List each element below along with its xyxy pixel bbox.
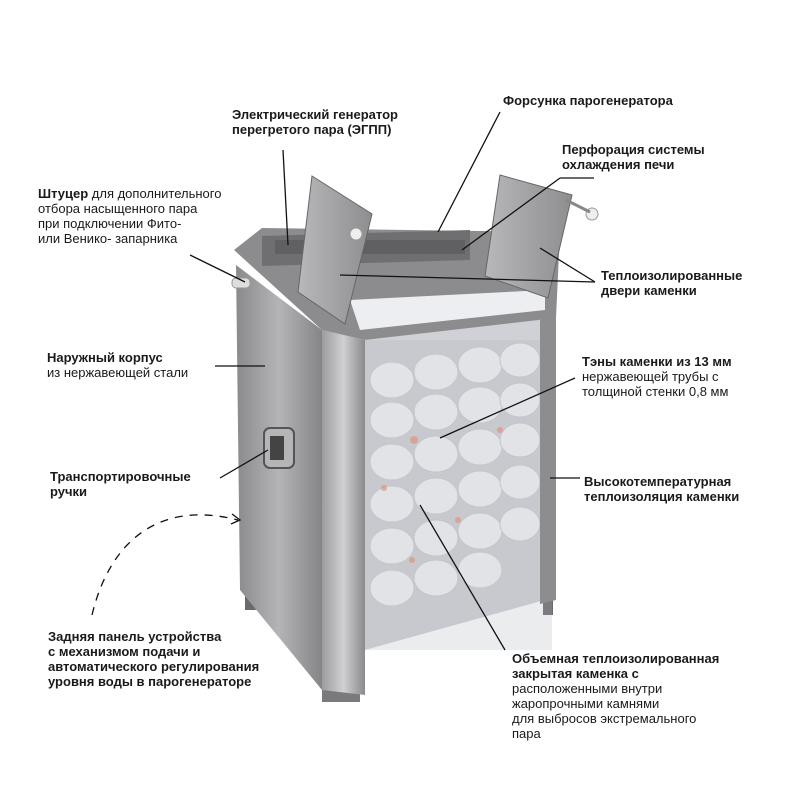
label-fitting: Штуцер для дополнительного отбора насыще… xyxy=(38,186,221,246)
label-line: закрытая каменка с xyxy=(512,666,639,681)
side-panel xyxy=(236,265,322,690)
label-insulation: Высокотемпературная теплоизоляция каменк… xyxy=(584,474,739,504)
label-line: Электрический генератор xyxy=(232,107,398,122)
label-line: отбора насыщенного пара xyxy=(38,201,198,216)
label-line: с механизмом подачи и xyxy=(48,644,201,659)
label-line: толщиной стенки 0,8 мм xyxy=(582,384,729,399)
label-heaters: Тэны каменки из 13 мм нержавеющей трубы … xyxy=(582,354,732,399)
label-line: или Венико- запарника xyxy=(38,231,178,246)
label-handles: Транспортировочные ручки xyxy=(50,469,191,499)
label-line: Теплоизолированные xyxy=(601,268,743,283)
label-line: для дополнительного xyxy=(88,186,222,201)
label-line: из нержавеющей стали xyxy=(47,365,189,380)
label-line: двери каменки xyxy=(601,283,697,298)
label-line: уровня воды в парогенераторе xyxy=(48,674,252,689)
label-back-panel: Задняя панель устройства с механизмом по… xyxy=(48,629,259,689)
label-line: Перфорация системы xyxy=(562,142,705,157)
label-line: перегретого пара (ЭГПП) xyxy=(232,122,392,137)
label-line: при подключении Фито- xyxy=(38,216,182,231)
stones xyxy=(369,342,541,607)
label-perforation: Перфорация системы охлаждения печи xyxy=(562,142,705,172)
label-line: пара xyxy=(512,726,541,741)
label-line: Форсунка парогенератора xyxy=(503,93,673,108)
label-line: ручки xyxy=(50,484,88,499)
label-housing: Наружный корпус из нержавеющей стали xyxy=(47,350,188,380)
heater-glow xyxy=(381,427,503,563)
label-doors: Теплоизолированные двери каменки xyxy=(601,268,742,298)
label-line: для выбросов экстремального xyxy=(512,711,697,726)
label-line: охлаждения печи xyxy=(562,157,675,172)
label-line: Наружный корпус xyxy=(47,350,163,365)
label-line: Задняя панель устройства xyxy=(48,629,222,644)
label-line: автоматического регулирования xyxy=(48,659,260,674)
label-line: расположенными внутри xyxy=(512,681,663,696)
leader-lines xyxy=(91,111,596,651)
label-line: Транспортировочные xyxy=(50,469,191,484)
door-knob[interactable] xyxy=(349,227,363,241)
label-egpp: Электрический генератор перегретого пара… xyxy=(232,107,398,137)
corner-post xyxy=(322,330,365,695)
left-door[interactable] xyxy=(297,175,373,325)
label-line: теплоизоляция каменки xyxy=(584,489,740,504)
label-stone-chamber: Объемная теплоизолированная закрытая кам… xyxy=(512,651,719,741)
label-line: жаропрочными камнями xyxy=(512,696,660,711)
stones-top xyxy=(350,290,545,330)
label-line: Объемная теплоизолированная xyxy=(512,651,720,666)
label-line: Тэны каменки из 13 мм xyxy=(582,354,732,369)
steam-fitting xyxy=(231,277,251,289)
right-door[interactable] xyxy=(484,174,573,299)
label-bold: Штуцер xyxy=(38,186,89,201)
label-line: Высокотемпературная xyxy=(584,474,732,489)
label-nozzle: Форсунка парогенератора xyxy=(503,93,673,108)
label-line: нержавеющей трубы с xyxy=(582,369,719,384)
